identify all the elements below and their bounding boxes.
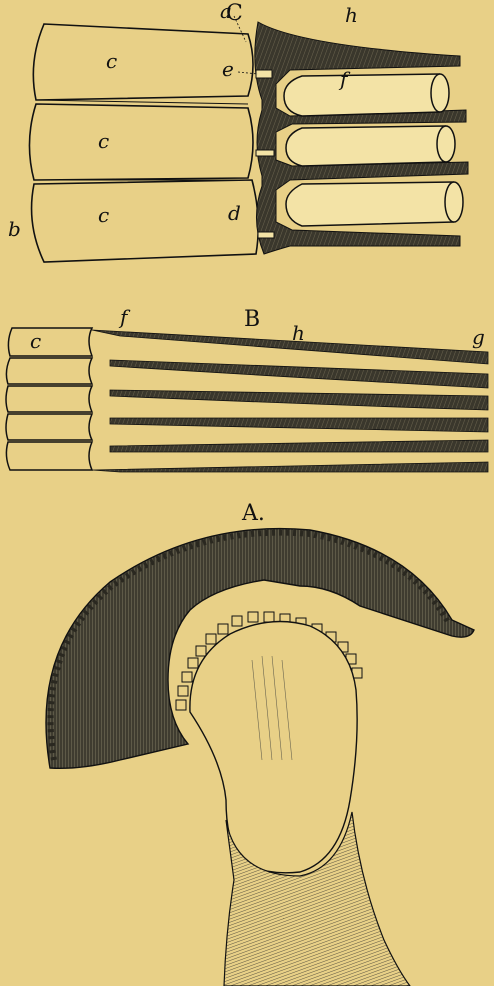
label-e: e	[222, 57, 234, 81]
b-cell-3	[6, 386, 92, 412]
label-c-middle: c	[98, 129, 109, 153]
label-c-b: c	[30, 329, 41, 353]
figure-c: C a h c e f c c b d	[8, 0, 468, 262]
label-a: a	[220, 0, 232, 23]
b-cell-4	[6, 414, 92, 440]
label-g: g	[472, 325, 485, 349]
bar-6	[92, 462, 488, 472]
notch-e-middle	[256, 150, 274, 156]
figure-c-canals	[284, 74, 463, 226]
b-cell-2	[6, 358, 92, 384]
label-c-top: c	[106, 49, 117, 73]
bar-5	[110, 440, 488, 452]
bar-2	[110, 360, 488, 388]
figure-b-cells	[6, 328, 92, 470]
label-b: b	[8, 217, 21, 241]
figure-a-inner-disc	[190, 622, 357, 873]
label-h-b: h	[292, 321, 305, 345]
bar-4	[110, 418, 488, 432]
label-c-bottom: c	[98, 203, 109, 227]
notch-e-top	[256, 70, 272, 78]
canal-top	[284, 74, 440, 116]
figure-a: A.	[46, 501, 474, 986]
cell-c-middle	[29, 104, 253, 180]
cell-c-top	[33, 24, 253, 100]
figure-b-title: B	[244, 307, 260, 332]
cell-c-bottom	[32, 180, 259, 262]
canal-bottom	[286, 182, 454, 226]
label-h-c: h	[345, 3, 358, 27]
b-cell-5	[6, 442, 92, 470]
figure-b: B c f h g	[6, 305, 488, 472]
figure-b-bars	[92, 330, 488, 472]
label-d: d	[228, 201, 241, 225]
canal-middle	[286, 126, 446, 166]
bar-1	[92, 330, 488, 364]
figure-a-title: A.	[241, 501, 265, 526]
label-f-b: f	[118, 305, 131, 329]
b-cell-1	[8, 328, 92, 356]
bar-3	[110, 390, 488, 410]
notch-e-bottom	[258, 232, 274, 238]
